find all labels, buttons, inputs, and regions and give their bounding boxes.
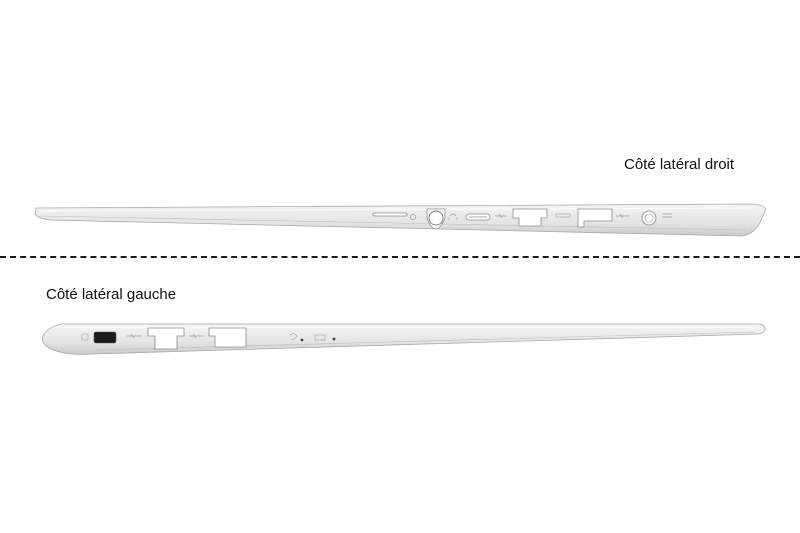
usb-icon — [616, 213, 629, 219]
power-led-icon — [289, 333, 298, 340]
hdmi-port — [577, 208, 613, 228]
usb-port — [147, 327, 185, 350]
usb-icon-2 — [189, 333, 204, 339]
security-lock-slot — [93, 331, 117, 344]
usb-c-icon — [495, 213, 507, 219]
sd-card-icon — [410, 214, 416, 220]
laptop-right-side-profile — [34, 203, 767, 237]
usb3-port — [512, 208, 548, 227]
hdmi-icon — [555, 213, 571, 218]
dashed-divider — [0, 256, 800, 258]
lock-icon — [81, 333, 89, 341]
left-side-caption: Côté latéral gauche — [46, 286, 177, 303]
usb-icon — [127, 333, 142, 339]
sd-card-slot — [372, 212, 408, 217]
headset-icon — [448, 213, 458, 220]
usb-port-2 — [208, 327, 247, 348]
battery-led — [332, 337, 336, 341]
laptop-left-side-profile — [42, 323, 766, 355]
power-led — [300, 338, 304, 342]
power-icon — [662, 213, 672, 218]
battery-icon — [314, 334, 326, 341]
right-side-caption: Côté latéral droit — [624, 156, 735, 173]
